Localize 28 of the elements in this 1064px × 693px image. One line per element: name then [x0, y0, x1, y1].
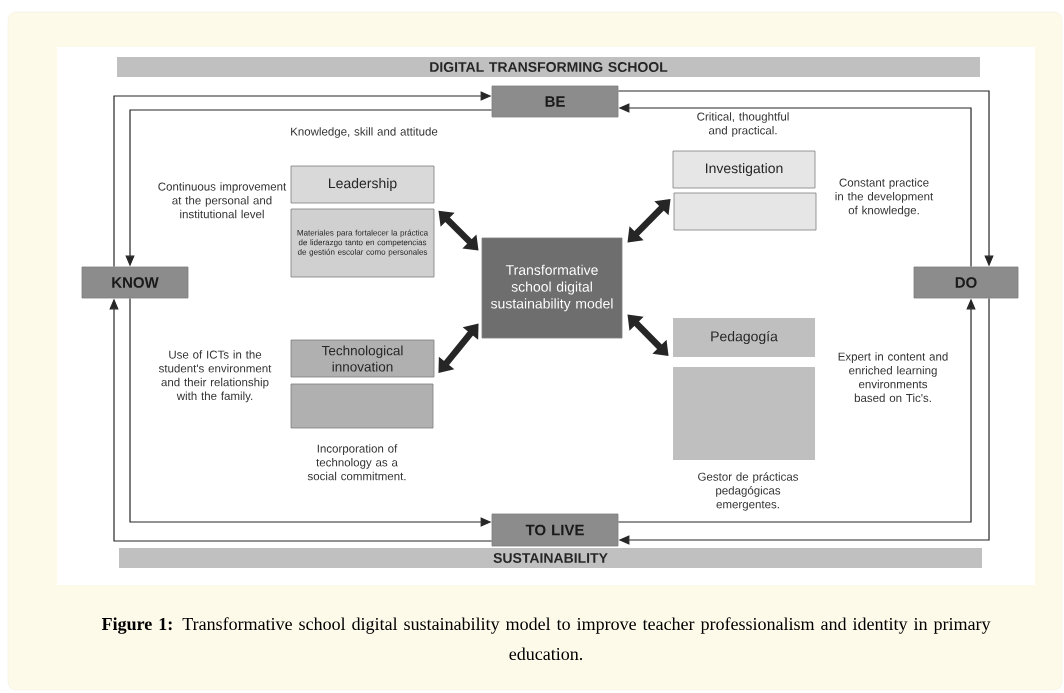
double-arrow — [438, 210, 479, 251]
stage-box: BE — [491, 85, 619, 118]
tools-box — [673, 367, 815, 460]
heading-box: Leadership — [290, 165, 435, 204]
title-band: DIGITAL TRANSFORMING SCHOOL — [117, 57, 980, 77]
annotation-text: Gestor de prácticas pedagógicas emergentes. — [698, 472, 799, 511]
tools-box — [673, 192, 817, 231]
stage-box: DO — [913, 266, 1019, 299]
model-box: Transformative school digital sustainability model — [481, 237, 623, 339]
annotation-text: Expert in content and enriched learning environments based on Tic's. — [838, 352, 948, 403]
annotation-text: Critical, thoughtful and practical. — [697, 112, 789, 137]
double-arrow — [438, 323, 479, 373]
stage-box: TO LIVE — [491, 513, 619, 547]
annotation-text: Constant practice in the development of knowledge. — [835, 178, 934, 217]
tools-box — [290, 383, 434, 429]
description-box: Materiales para fortalecer la práctica de liderazgo tanto en competencias de gestión escolar como personales — [290, 208, 435, 278]
stage-box: KNOW — [81, 266, 189, 299]
heading-box: Pedagogía — [673, 318, 815, 357]
annotation-text: Incorporation of technology as a social commitment. — [307, 444, 406, 481]
heading-box: Technological innovation — [290, 339, 435, 378]
figure-caption: Figure 1: Transformative school digital sustainability model to improve teacher professionalism and identity in primary education. — [101, 617, 991, 661]
double-arrow — [627, 314, 669, 356]
footer-band: SUSTAINABILITY — [119, 548, 982, 568]
annotation-text: Knowledge, skill and attitude — [291, 127, 438, 138]
double-arrow — [627, 199, 671, 243]
annotation-text: Continuous improvement at the personal and institutional level — [158, 182, 287, 219]
heading-box: Investigation — [672, 150, 816, 189]
annotation-text: Use of ICTs in the student's environment and their relationship with the family. — [158, 350, 272, 403]
